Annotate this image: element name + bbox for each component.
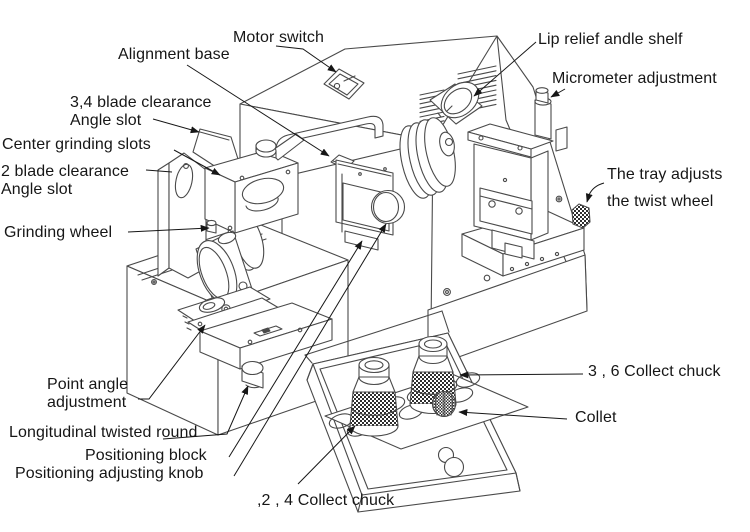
leader-alignment-base — [186, 64, 330, 157]
label-micrometer: Micrometer adjustment — [552, 70, 717, 87]
leader-blade2 — [145, 169, 173, 173]
leader-center-grinding — [173, 149, 221, 176]
grinding-wheel-disc — [399, 117, 456, 199]
leader-lip-relief — [473, 41, 537, 97]
leader-positioning-knob — [233, 223, 387, 477]
twist-wheel-knob — [571, 203, 591, 229]
leader-micrometer — [550, 88, 566, 98]
motor-switch-icon — [323, 68, 365, 100]
longitudinal-knob — [241, 360, 264, 389]
leader-grinding-wheel — [127, 224, 210, 233]
leader-point-angle — [138, 324, 206, 400]
left-station — [157, 128, 333, 389]
micrometer-knob — [534, 87, 552, 140]
label-chuck24: ,2 , 4 Collect chuck — [257, 492, 395, 509]
label-longitudinal: Longitudinal twisted round — [9, 424, 198, 441]
front-attachment — [335, 159, 406, 251]
leader-lines — [127, 41, 605, 485]
positioning-knob — [370, 189, 406, 225]
label-motor-switch: Motor switch — [233, 29, 324, 46]
label-collet: Collet — [575, 409, 617, 426]
right-station — [461, 87, 591, 277]
leader-collet — [458, 409, 568, 420]
lip-relief-dial — [429, 81, 483, 125]
leader-chuck36 — [459, 371, 584, 379]
label-chuck36: 3 , 6 Collect chuck — [588, 363, 721, 380]
leader-blade34 — [152, 118, 200, 134]
label-center-grinding: Center grinding slots — [2, 136, 151, 153]
leader-chuck24 — [297, 425, 356, 485]
leader-longitudinal — [162, 385, 249, 440]
label-grinding-wheel: Grinding wheel — [4, 224, 113, 241]
leader-tray — [585, 182, 605, 203]
label-lip-relief: Lip relief andle shelf — [538, 31, 683, 48]
collet-piece — [431, 390, 457, 418]
leader-positioning-block — [228, 240, 363, 458]
label-alignment-base: Alignment base — [118, 46, 230, 63]
label-positioning-knob: Positioning adjusting knob — [15, 465, 204, 482]
label-positioning-block: Positioning block — [85, 447, 207, 464]
drawer-knob — [437, 446, 465, 478]
leader-motor-switch — [275, 45, 337, 73]
